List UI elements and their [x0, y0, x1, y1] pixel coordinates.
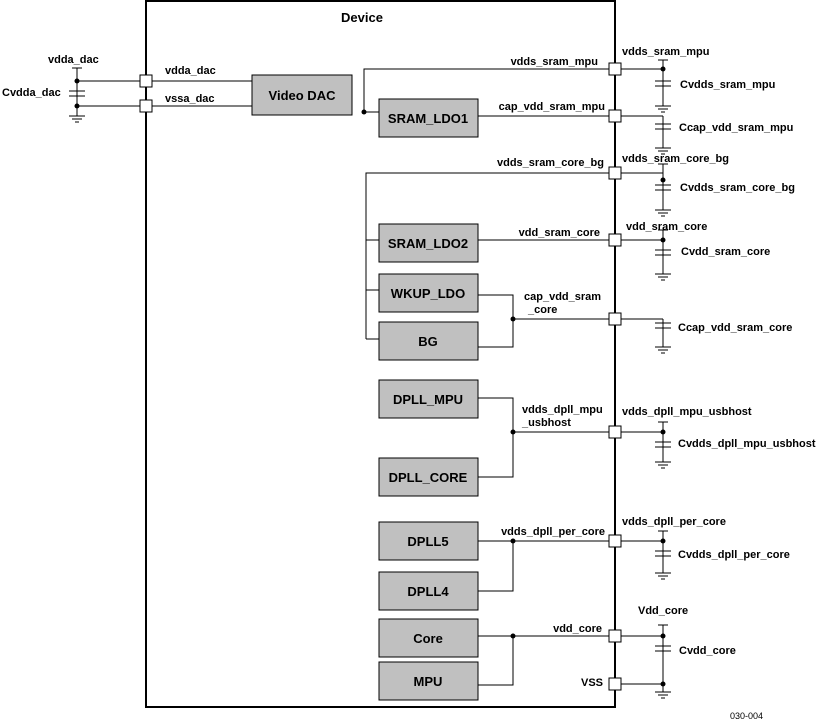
- bg-block: [378, 321, 479, 361]
- vss-pin: [608, 677, 622, 691]
- figure-id: 030-004: [730, 711, 763, 721]
- ext-vdd-sram-core-label: vdd_sram_core: [626, 221, 707, 233]
- dpll5-block: [378, 521, 479, 561]
- core-block: [378, 618, 479, 658]
- vdda-dac-rail-label: vdda_dac: [48, 54, 99, 66]
- int-vss-label: VSS: [581, 677, 603, 689]
- ext-ccap-vdd-sram-mpu-label: Ccap_vdd_sram_mpu: [679, 122, 793, 134]
- vdds-sram-mpu-pin: [608, 62, 622, 76]
- dpll-core-label: DPLL_CORE: [389, 470, 468, 485]
- ext-cvdd-core-label: Cvdd_core: [679, 645, 736, 657]
- vdd-sram-core-pin: [608, 233, 622, 247]
- sram-ldo1-label: SRAM_LDO1: [388, 111, 468, 126]
- ext-vdds-sram-core-bg-label: vdds_sram_core_bg: [622, 153, 729, 165]
- cap-vdd-sram-mpu-pin: [608, 109, 622, 123]
- bg-label: BG: [418, 334, 438, 349]
- ext-vdds-dpll-per-core-network: [621, 530, 671, 580]
- ext-vdds-dpll-mpu-usbhost-network: [621, 421, 671, 469]
- ext-vdds-sram-mpu-label: vdds_sram_mpu: [622, 46, 709, 58]
- ext-vdds-sram-core-bg-network: [621, 163, 671, 217]
- ext-ccap-vdd-sram-core-label: Ccap_vdd_sram_core: [678, 322, 792, 334]
- int-vdds-sram-core-bg-label: vdds_sram_core_bg: [497, 157, 604, 169]
- wkup-ldo-label: WKUP_LDO: [391, 286, 465, 301]
- int-vdds-dpll-mpu-usbhost-label-2: _usbhost: [521, 417, 571, 429]
- ext-cvdds-dpll-mpu-usbhost-label: Cvdds_dpll_mpu_usbhost: [678, 438, 816, 450]
- cvdda-dac-label: Cvdda_dac: [2, 87, 61, 99]
- ext-cvdds-dpll-per-core-label: Cvdds_dpll_per_core: [678, 549, 790, 561]
- ext-vdds-dpll-per-core-label: vdds_dpll_per_core: [622, 516, 726, 528]
- dpll5-label: DPLL5: [407, 534, 448, 549]
- internal-wiring: [361, 68, 609, 686]
- vssa-dac-pin: [139, 99, 153, 113]
- video-dac-block: [251, 74, 353, 116]
- int-cap-vdd-sram-core-label-1: cap_vdd_sram: [524, 291, 601, 303]
- dpll-mpu-block: [378, 379, 479, 419]
- dpll4-label: DPLL4: [407, 584, 449, 599]
- ext-vdds-dpll-mpu-usbhost-label: vdds_dpll_mpu_usbhost: [622, 406, 752, 418]
- dpll-core-block: [378, 457, 479, 497]
- mpu-label: MPU: [414, 674, 443, 689]
- core-label: Core: [413, 631, 443, 646]
- sram-ldo2-block: [378, 223, 479, 263]
- pin-vssa-dac-label: vssa_dac: [165, 93, 215, 105]
- ext-cvdds-sram-core-bg-label: Cvdds_sram_core_bg: [680, 182, 795, 194]
- int-vdd-core-label: vdd_core: [553, 623, 602, 635]
- ext-vdd-sram-core-network: [621, 229, 671, 281]
- int-cap-vdd-sram-mpu-label: cap_vdd_sram_mpu: [499, 101, 605, 113]
- vdds-sram-core-bg-pin: [608, 166, 622, 180]
- int-vdds-dpll-mpu-usbhost-label-1: vdds_dpll_mpu: [522, 404, 603, 416]
- ext-vdds-sram-mpu-network: [621, 59, 671, 113]
- cap-vdd-sram-core-pin: [608, 312, 622, 326]
- sram-ldo1-block: [378, 98, 479, 138]
- int-vdds-sram-mpu-label: vdds_sram_mpu: [511, 56, 598, 68]
- vdda-dac-pin: [139, 74, 153, 88]
- vdd-core-pin: [608, 629, 622, 643]
- ext-vdd-core-label: Vdd_core: [638, 605, 688, 617]
- ext-cvdds-sram-mpu-label: Cvdds_sram_mpu: [680, 79, 775, 91]
- device-title: Device: [341, 10, 383, 25]
- int-vdd-sram-core-label: vdd_sram_core: [519, 227, 600, 239]
- vdds-dpll-mpu-usbhost-pin: [608, 425, 622, 439]
- vdds-dpll-per-core-pin: [608, 534, 622, 548]
- ext-vdd-core-network: [621, 624, 671, 699]
- ext-cvdd-sram-core-label: Cvdd_sram_core: [681, 246, 770, 258]
- sram-ldo2-label: SRAM_LDO2: [388, 236, 468, 251]
- int-cap-vdd-sram-core-label-2: _core: [527, 304, 557, 316]
- dpll-mpu-label: DPLL_MPU: [393, 392, 463, 407]
- mpu-block: [378, 661, 479, 701]
- wkup-ldo-block: [378, 273, 479, 313]
- device-boundary: [145, 0, 616, 708]
- ext-cap-vdd-sram-core-network: [621, 318, 671, 354]
- left-vdda-dac-network: [69, 67, 140, 123]
- ext-cap-vdd-sram-mpu-network: [621, 115, 671, 155]
- video-dac-label: Video DAC: [269, 88, 337, 103]
- int-vdds-dpll-per-core-label: vdds_dpll_per_core: [501, 526, 605, 538]
- pin-vdda-dac-label: vdda_dac: [165, 65, 216, 77]
